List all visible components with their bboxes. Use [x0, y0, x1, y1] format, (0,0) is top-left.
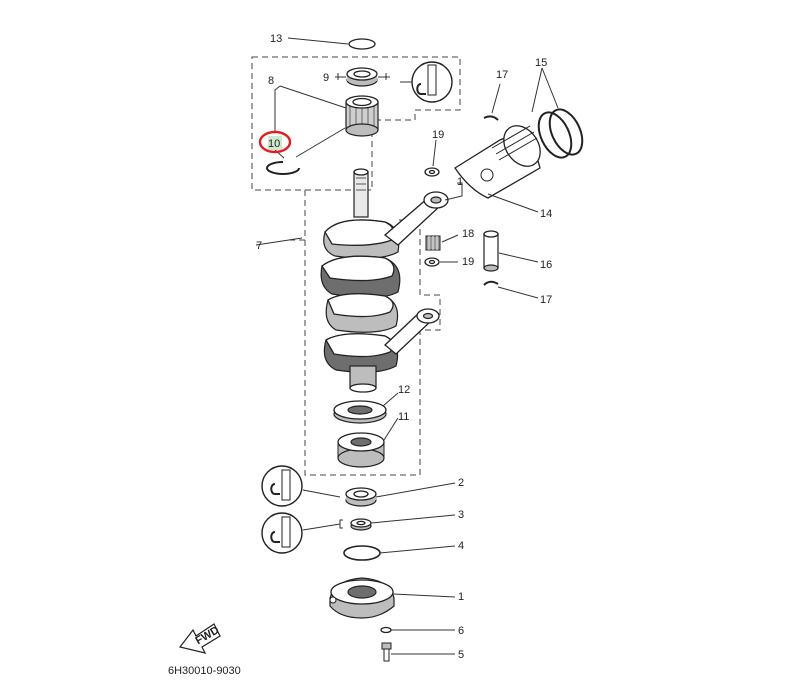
part-9-bearing: [346, 67, 378, 87]
grease-tube-icon: [400, 61, 453, 103]
part-11-ball-bearing: [337, 432, 385, 468]
callout-6: 6: [458, 625, 464, 637]
fwd-arrow-icon: FWD: [178, 623, 221, 654]
part-4-o-ring: [343, 545, 381, 561]
callout-2: 2: [458, 477, 464, 489]
part-1-lower-housing: [329, 577, 395, 619]
part-8-needle-bearing: [345, 95, 379, 137]
grease-tube-icon: [261, 465, 341, 507]
part-6-washer: [380, 626, 392, 634]
part-10-circlip: [266, 161, 300, 175]
callout-17-lower: 17: [540, 294, 552, 306]
crankshaft: [320, 168, 401, 393]
callout-11: 11: [398, 411, 409, 423]
callout-14: 14: [540, 208, 552, 220]
part-18-needle-bearing: [425, 235, 441, 251]
callout-16: 16: [540, 259, 552, 271]
connecting-rod-upper: [383, 191, 449, 246]
callout-labels: 13 9 8 10 17 15 19 1 14 7 18 19 16 17 12…: [256, 33, 552, 661]
callout-17-upper: 17: [496, 69, 508, 81]
callout-12: 12: [398, 384, 410, 396]
part-15-piston-rings: [537, 108, 584, 159]
callout-9: 9: [323, 72, 329, 84]
part-19-washer-upper: [424, 167, 440, 177]
callout-10: 10: [268, 138, 280, 150]
callout-5: 5: [458, 649, 464, 661]
part-17-clip-upper: [483, 115, 499, 121]
part-13-o-ring: [348, 38, 376, 50]
callout-4: 4: [458, 540, 464, 552]
callout-15: 15: [535, 57, 547, 69]
connecting-rod-lower: [384, 308, 440, 355]
callout-10-highlight[interactable]: 10: [258, 130, 292, 154]
assembly-outline: [251, 56, 461, 476]
figure-code: 6H30010-9030: [168, 665, 241, 677]
part-3-oil-seal: [350, 518, 372, 531]
callout-3: 3: [458, 509, 464, 521]
part-14-piston: [454, 125, 541, 199]
callout-1-housing: 1: [458, 591, 464, 603]
callout-19-lower: 19: [462, 256, 474, 268]
part-12-oil-seal: [333, 400, 387, 424]
part-17-clip-lower: [483, 280, 499, 286]
callout-19-upper: 19: [432, 129, 444, 141]
callout-1-conrod: 1: [457, 176, 463, 188]
part-2-oil-seal: [345, 487, 377, 507]
part-19-washer-lower: [424, 257, 440, 267]
callout-7: 7: [256, 240, 262, 252]
part-16-piston-pin: [483, 230, 499, 272]
leader-lines: [255, 37, 559, 655]
callout-13: 13: [270, 33, 282, 45]
part-5-bolt: [381, 642, 392, 662]
callout-18: 18: [462, 228, 474, 240]
oil-tube-icon: [261, 512, 343, 554]
callout-8: 8: [268, 75, 274, 87]
